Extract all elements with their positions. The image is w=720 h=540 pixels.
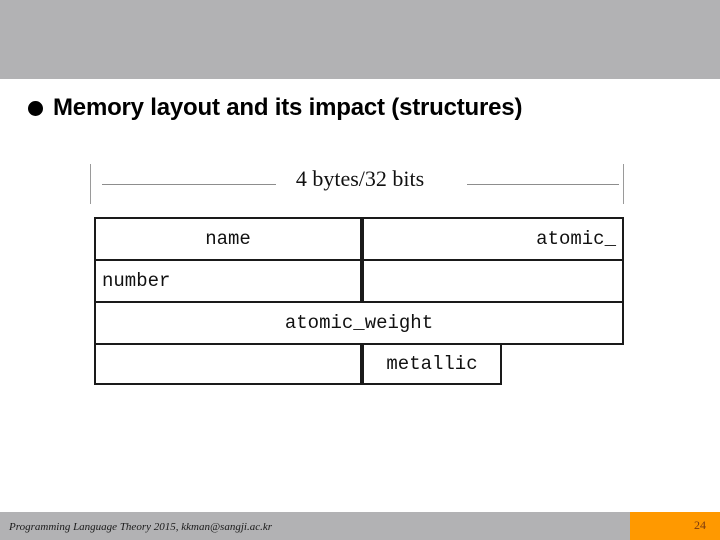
memory-cell-name-label: name — [205, 228, 251, 250]
memory-cell-atomic-prefix-label: atomic_ — [536, 228, 616, 250]
memory-layout-figure: 4 bytes/32 bits name atomic_ number atom… — [88, 162, 628, 390]
memory-cell-padding — [94, 343, 362, 385]
footer-gray-band — [0, 512, 720, 540]
ruler-line-left-segment — [102, 184, 276, 185]
slide-title: Memory layout and its impact (structures… — [28, 94, 522, 122]
memory-cell-atomic-weight: atomic_weight — [94, 301, 624, 345]
memory-cell-atomic-weight-label: atomic_weight — [284, 312, 434, 334]
memory-cell-metallic: metallic — [362, 343, 502, 385]
memory-cell-atomic-continuation — [362, 259, 624, 303]
memory-word-grid: name atomic_ number atomic_weight metall… — [94, 217, 624, 385]
memory-cell-atomic-prefix: atomic_ — [362, 217, 624, 261]
bullet-circle-icon — [28, 100, 43, 116]
word-size-ruler: 4 bytes/32 bits — [88, 162, 626, 206]
slide-title-text: Memory layout and its impact (structures… — [53, 94, 523, 121]
memory-cell-name: name — [94, 217, 362, 261]
memory-cell-number: number — [94, 259, 362, 303]
dashed-rule-atomic-weight-continuation — [94, 343, 362, 345]
word-size-label: 4 bytes/32 bits — [295, 166, 425, 191]
dashed-rule-atomic-continuation — [362, 301, 624, 303]
ruler-line-right-segment — [467, 184, 619, 185]
top-gray-band — [0, 0, 720, 79]
page-number: 24 — [694, 518, 706, 532]
ruler-right-tick-icon — [623, 164, 624, 204]
ruler-left-tick-icon — [90, 164, 91, 204]
memory-cell-number-label: number — [102, 270, 171, 292]
memory-cell-metallic-label: metallic — [386, 353, 478, 375]
page-number-orange-band — [630, 512, 720, 540]
footer-credit: Programming Language Theory 2015, kkman@… — [9, 521, 272, 533]
